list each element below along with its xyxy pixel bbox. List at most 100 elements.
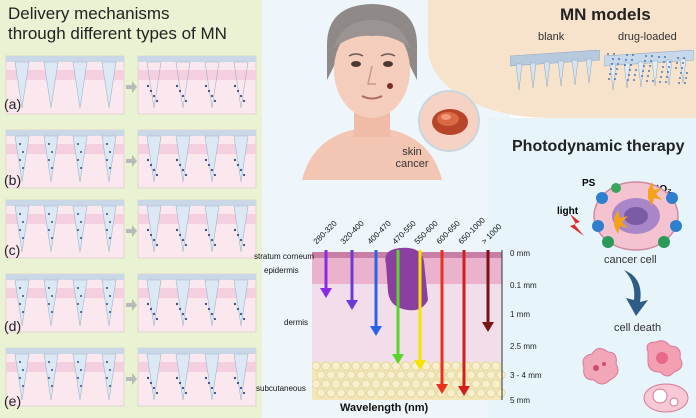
delivery-title-line1: Delivery mechanisms [8, 4, 170, 23]
microneedle [146, 353, 162, 401]
cell-death-label: cell death [614, 322, 662, 334]
microneedle [14, 279, 30, 327]
light-bolt-icon [570, 214, 584, 236]
skin-cancer-label: skin cancer [395, 146, 429, 170]
microneedle [175, 353, 191, 401]
cell-death-arrow-icon [624, 270, 648, 316]
layer-label-epidermis: epidermis [264, 266, 299, 275]
row-label-b: (b) [4, 172, 22, 188]
microneedle [14, 205, 30, 253]
microneedle [43, 135, 59, 183]
dead-cells-illustration [582, 340, 689, 413]
delivery-title-line2: through different types of MN [8, 24, 227, 43]
microneedle [146, 279, 162, 327]
penetration-arrowhead [414, 360, 426, 370]
depth-3-4mm: 3 - 4 mm [510, 371, 542, 380]
mn-panel-b-after [137, 129, 257, 189]
ps-label: PS [582, 178, 596, 189]
microneedle [101, 61, 117, 109]
microneedle [146, 61, 162, 109]
depth-0-1mm: 0.1 mm [510, 281, 537, 290]
microneedle [101, 205, 117, 253]
arrow-right-icon [126, 81, 137, 93]
microneedle [72, 279, 88, 327]
microneedle [233, 353, 249, 401]
arrow-right-icon [126, 225, 137, 237]
arrow-right-icon [126, 373, 137, 385]
row-label-a: (a) [4, 96, 22, 112]
mn-panel-d-before [5, 273, 125, 333]
microneedle [204, 135, 220, 183]
mn-rows-illustration [5, 55, 257, 407]
microneedle [14, 61, 30, 109]
penetration-arrowhead [392, 354, 404, 364]
microneedle [101, 135, 117, 183]
microneedle [146, 135, 162, 183]
microneedle [204, 205, 220, 253]
microneedle [14, 135, 30, 183]
microneedle [72, 205, 88, 253]
mn-drug-loaded-label: drug-loaded [618, 31, 677, 43]
mn-model-drug-loaded [604, 50, 694, 91]
penetration-arrowhead [346, 300, 358, 310]
microneedle [175, 205, 191, 253]
microneedle [233, 279, 249, 327]
microneedle [175, 135, 191, 183]
microneedle [101, 279, 117, 327]
penetration-arrowhead [436, 384, 448, 394]
mn-blank-label: blank [538, 31, 565, 43]
penetration-arrowhead [320, 288, 332, 298]
microneedle [233, 205, 249, 253]
penetration-arrowhead [370, 326, 382, 336]
microneedle [233, 135, 249, 183]
mn-panel-c-before [5, 199, 125, 259]
wavelength-axis-label: Wavelength (nm) [340, 402, 429, 414]
microneedle [101, 353, 117, 401]
microneedle [72, 135, 88, 183]
singlet-oxygen-label: ¹O₂ [656, 184, 672, 195]
microneedle [146, 205, 162, 253]
row-label-d: (d) [4, 318, 22, 334]
mn-model-blank [510, 50, 600, 91]
microneedle [204, 279, 220, 327]
row-label-e: (e) [4, 393, 22, 409]
layer-label-stratum-corneum: stratum corneum [254, 252, 315, 261]
mn-panel-a-before [5, 55, 125, 115]
microneedle [43, 61, 59, 109]
skin-cancer-magnifier [418, 90, 480, 152]
layer-label-dermis: dermis [284, 318, 309, 327]
mn-panel-b-before [5, 129, 125, 189]
cancer-cell-illustration [592, 181, 682, 251]
mn-panel-a-after [137, 55, 257, 115]
microneedle [175, 279, 191, 327]
mn-models-title: MN models [560, 5, 651, 24]
mn-panel-e-before [5, 347, 125, 407]
depth-1mm: 1 mm [510, 310, 530, 319]
patient-face-illustration [302, 4, 442, 180]
microneedle [43, 205, 59, 253]
skin-penetration-diagram [312, 247, 506, 400]
penetration-arrowhead [458, 386, 470, 396]
microneedle [14, 353, 30, 401]
microneedle [175, 61, 191, 109]
penetration-arrowhead [482, 322, 494, 332]
cancer-cell-label: cancer cell [604, 254, 657, 266]
pdt-title: Photodynamic therapy [512, 138, 685, 155]
arrow-right-icon [126, 155, 137, 167]
microneedle [204, 353, 220, 401]
microneedle [43, 279, 59, 327]
microneedle [43, 353, 59, 401]
microneedle [233, 61, 249, 109]
mn-panel-c-after [137, 199, 257, 259]
tumor-mass [385, 247, 428, 311]
microneedle [204, 61, 220, 109]
mn-panel-d-after [137, 273, 257, 333]
mn-panel-e-after [137, 347, 257, 407]
depth-0mm: 0 mm [510, 249, 530, 258]
layer-label-subcutaneous: subcutaneous [256, 384, 306, 393]
microneedle [72, 61, 88, 109]
depth-2-5mm: 2.5 mm [510, 342, 537, 351]
light-label: light [557, 206, 579, 217]
depth-5mm: 5 mm [510, 396, 530, 405]
delivery-title: Delivery mechanisms through different ty… [8, 4, 258, 44]
